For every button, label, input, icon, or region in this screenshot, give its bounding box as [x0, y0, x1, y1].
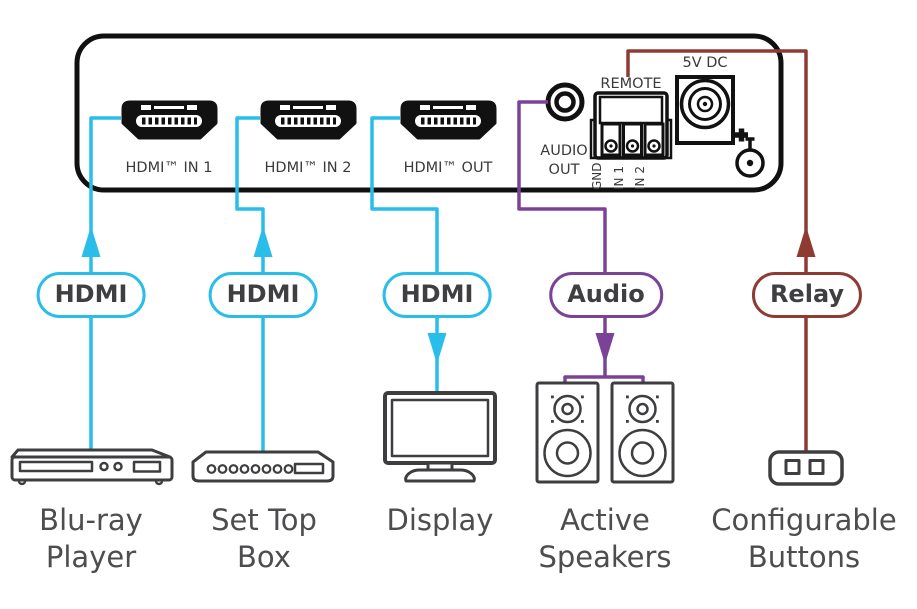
- power-connector: [675, 75, 735, 145]
- active-speakers-icon: [535, 381, 675, 484]
- configurable-buttons-icon: [768, 450, 844, 486]
- up-arrow: [796, 226, 816, 257]
- hdmi-in1-port: [123, 102, 216, 138]
- up-arrow: [81, 226, 101, 257]
- terminal-label-in1: IN 1: [611, 166, 626, 190]
- terminal-screw-in1: [622, 122, 643, 157]
- speaker-left: [535, 381, 600, 484]
- terminal-label-gnd: GND: [590, 162, 604, 190]
- down-arrow: [595, 333, 615, 364]
- hdmi-in1-port-label: HDMI™ IN 1: [125, 160, 213, 176]
- terminal-label-in2: IN 2: [633, 166, 647, 190]
- polarity-symbol: [735, 128, 765, 178]
- down-arrow: [427, 333, 447, 364]
- audio-cable: [517, 100, 607, 377]
- blu-ray-player-icon: [10, 448, 174, 486]
- set-top-box-icon: [191, 450, 335, 483]
- audio-cable-badge: Audio: [549, 272, 663, 318]
- audio-splitter-bracket: [563, 375, 645, 384]
- hdmi-out-port: [402, 102, 495, 138]
- terminal-screw-gnd: [600, 122, 622, 157]
- speaker-right: [610, 381, 675, 484]
- power-label: 5V DC: [682, 55, 728, 71]
- hdmi-out-port-label: HDMI™ OUT: [403, 160, 493, 176]
- hdmi-in2-port-label: HDMI™ IN 2: [264, 160, 352, 176]
- display-label: Display: [386, 503, 494, 537]
- blu-ray-player-label: Blu-ray Player: [39, 503, 143, 574]
- terminal-screw-in2: [643, 122, 665, 157]
- set-top-box-label: Set Top Box: [211, 503, 317, 574]
- active-speakers-label: Active Speakers: [538, 503, 672, 574]
- up-arrow: [253, 226, 273, 257]
- remote-label: REMOTE: [600, 76, 662, 92]
- hdmi-out-cable: [370, 116, 439, 393]
- configurable-buttons-label: Configurable Buttons: [711, 503, 897, 574]
- hdmi-cable-badge-2: HDMI: [208, 272, 318, 318]
- relay-cable-badge: Relay: [751, 272, 863, 318]
- remote-terminal-block: [589, 91, 673, 160]
- hdmi-in1-cable: [89, 116, 121, 450]
- hdmi-in2-port: [262, 102, 355, 138]
- display-icon: [383, 391, 497, 483]
- hdmi-cable-badge-3: HDMI: [382, 272, 492, 318]
- audio-out-label: AUDIO OUT: [540, 143, 588, 178]
- hdmi-cable-badge-1: HDMI: [36, 272, 146, 318]
